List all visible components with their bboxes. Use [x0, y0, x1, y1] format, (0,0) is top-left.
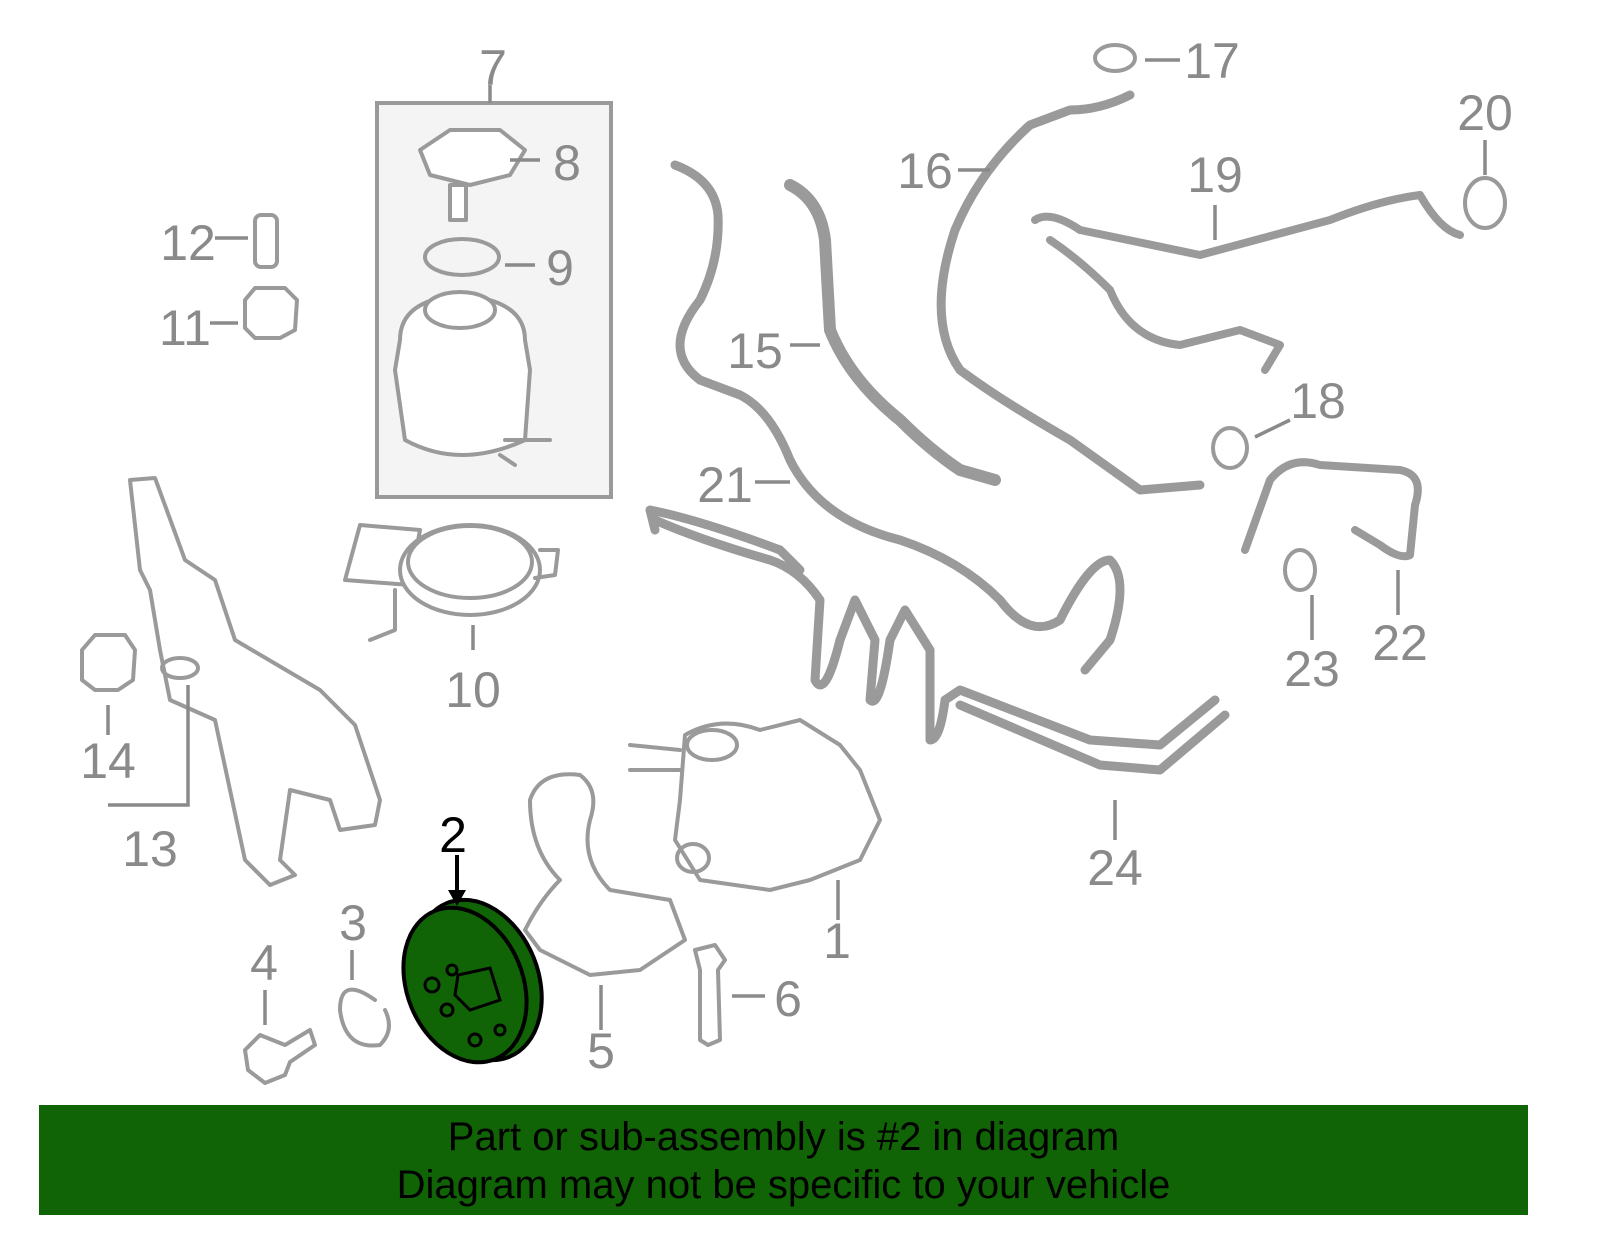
seal-23	[1283, 548, 1317, 592]
label-7: 7	[479, 40, 507, 96]
label-20: 20	[1457, 85, 1513, 141]
nut-11	[243, 286, 299, 340]
label-22: 22	[1372, 615, 1428, 671]
nut-14	[80, 633, 137, 692]
bolt-6	[693, 943, 727, 1047]
seal-20	[1463, 176, 1507, 230]
info-banner: Part or sub-assembly is #2 in diagram Di…	[39, 1105, 1528, 1215]
label-5: 5	[587, 1023, 615, 1079]
stud	[253, 213, 279, 269]
pump-bracket-5	[523, 772, 687, 977]
label-2-highlighted: 2	[439, 807, 467, 863]
label-13: 13	[122, 821, 178, 877]
label-18: 18	[1290, 373, 1346, 429]
power-steering-pump	[673, 718, 882, 892]
reservoir-cap	[418, 128, 527, 222]
reservoir-seal	[423, 237, 501, 277]
leader-arrows	[106, 58, 1487, 1030]
pulley-highlighted	[401, 897, 544, 1065]
label-10: 10	[445, 662, 501, 718]
pressure-line-19	[1031, 191, 1464, 374]
oil-cooler-24	[645, 505, 1230, 775]
label-11: 11	[159, 300, 211, 356]
label-15: 15	[727, 323, 783, 379]
hose-15	[784, 179, 1001, 486]
seal-17	[1093, 43, 1137, 73]
label-24: 24	[1087, 840, 1143, 896]
label-21: 21	[697, 457, 753, 513]
banner-line-2: Diagram may not be specific to your vehi…	[396, 1163, 1171, 1207]
label-3: 3	[339, 895, 367, 951]
label-1: 1	[823, 913, 851, 969]
label-6: 6	[774, 971, 802, 1027]
banner-line-1: Part or sub-assembly is #2 in diagram	[447, 1115, 1120, 1159]
label-16: 16	[897, 143, 953, 199]
snap-ring-3	[338, 987, 391, 1048]
label-9: 9	[546, 240, 574, 296]
line-22	[1241, 458, 1422, 561]
hose-21	[670, 160, 1125, 675]
reservoir-tank	[393, 290, 552, 467]
label-12: 12	[160, 215, 216, 271]
seal-18	[1211, 426, 1249, 470]
label-19: 19	[1187, 147, 1243, 203]
label-4: 4	[250, 935, 278, 991]
label-8: 8	[553, 135, 581, 191]
label-14: 14	[80, 733, 136, 789]
label-23: 23	[1284, 641, 1340, 697]
hose-16	[936, 90, 1205, 495]
label-17: 17	[1184, 33, 1240, 89]
bolt-4	[243, 1028, 317, 1085]
reservoir-bracket	[343, 523, 560, 642]
